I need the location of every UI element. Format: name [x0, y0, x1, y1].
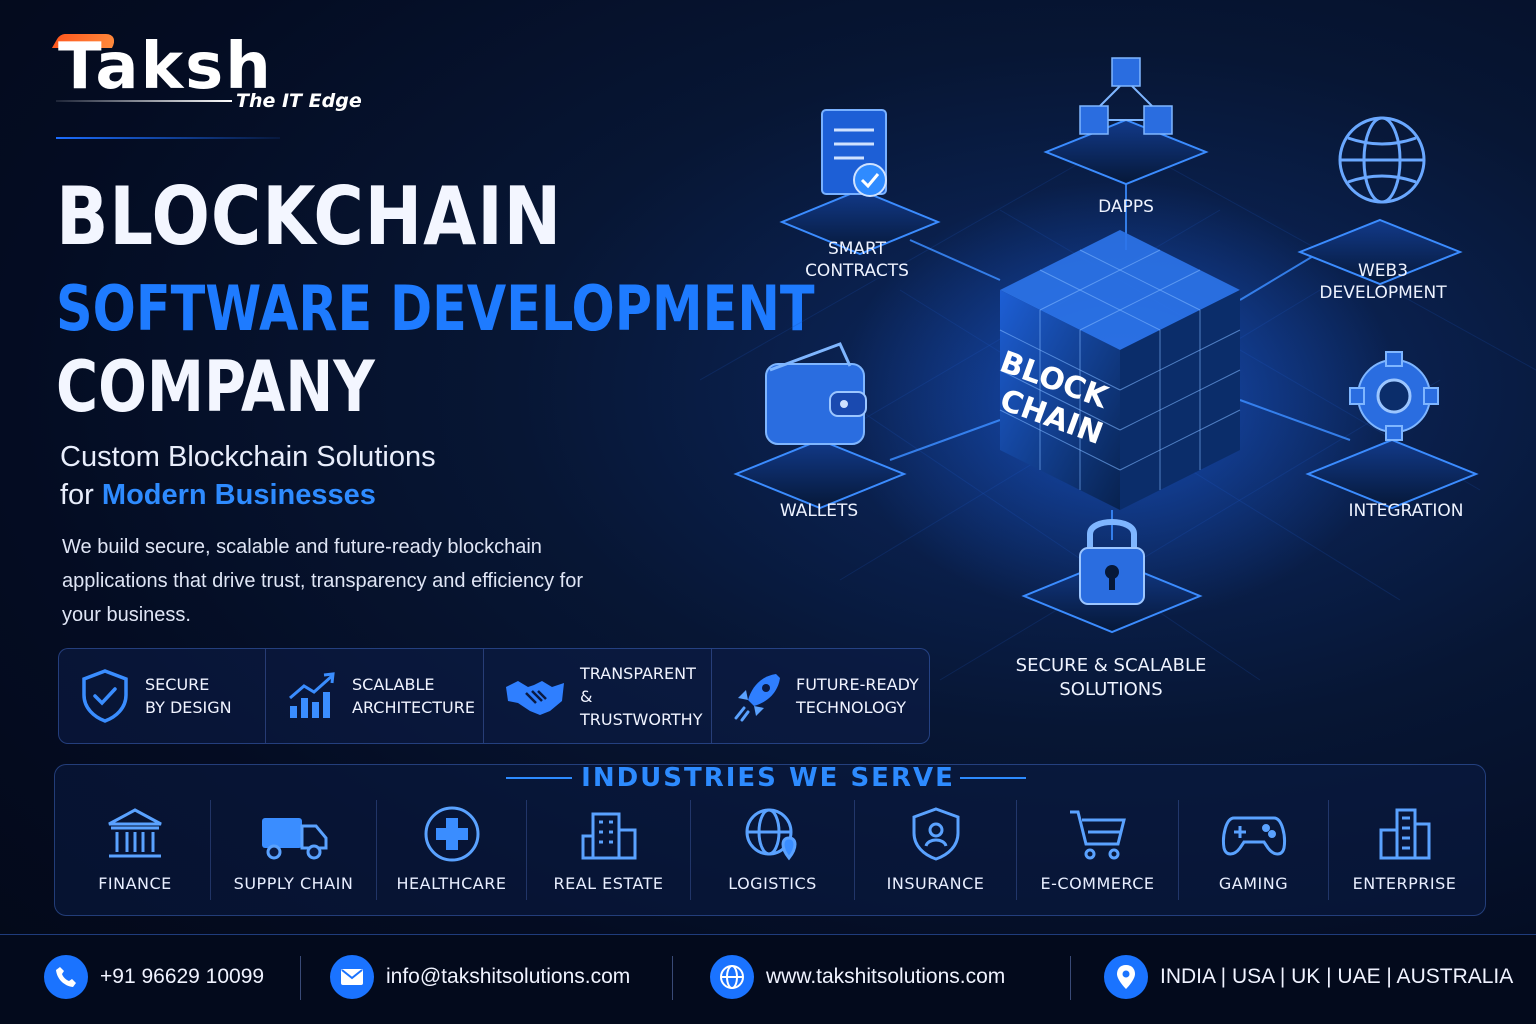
label-dapps: DAPPS	[1098, 197, 1154, 217]
industry-label: E-COMMERCE	[1040, 874, 1155, 893]
industry-label: SUPPLY CHAIN	[233, 874, 354, 893]
industries-list: FINANCE SUPPLY CHAIN HEALTHCARE REAL EST…	[60, 800, 1480, 900]
industry-enterprise[interactable]: ENTERPRISE	[1328, 800, 1480, 900]
brand-tagline: The IT Edge	[236, 90, 362, 112]
blockchain-diagram: BLOCK CHAIN	[700, 57, 1536, 700]
shield-person-icon	[912, 807, 959, 861]
node-wallets[interactable]	[733, 342, 907, 510]
feature-line2: TECHNOLOGY	[796, 698, 906, 717]
hero-description: We build secure, scalable and future-rea…	[62, 536, 584, 626]
phone-icon	[44, 955, 88, 999]
globe-pin-icon	[745, 808, 796, 861]
features-bar: SECURE BY DESIGN SCALABLE ARCHITECTURE TRA…	[58, 648, 930, 744]
website-url: www.takshitsolutions.com	[766, 965, 1006, 988]
email-icon	[330, 955, 374, 999]
footer-divider	[672, 956, 673, 1000]
industry-real-estate[interactable]: REAL ESTATE	[526, 800, 690, 900]
contact-email[interactable]: info@takshitsolutions.com	[330, 954, 630, 1000]
check-icon	[853, 163, 887, 197]
industry-label: FINANCE	[98, 874, 172, 893]
subtitle-highlight: Modern Businesses	[101, 479, 376, 511]
medical-cross-icon	[424, 806, 479, 862]
office-tower-icon	[1379, 808, 1430, 860]
label-wallets: WALLETS	[780, 501, 858, 521]
node-web3[interactable]	[1297, 116, 1463, 286]
headline-line2: SOFTWARE DEVELOPMENT	[56, 272, 815, 345]
industry-label: ENTERPRISE	[1352, 874, 1457, 893]
padlock-icon	[1079, 519, 1145, 605]
blockchain-cube	[999, 230, 1241, 510]
buildings-icon	[581, 812, 636, 860]
feature-secure: SECURE BY DESIGN	[59, 649, 265, 743]
feature-scalable: SCALABLE ARCHITECTURE	[265, 649, 483, 743]
industry-label: GAMING	[1218, 874, 1289, 893]
feature-line2: TRUSTWORTHY	[580, 709, 703, 729]
industry-gaming[interactable]: GAMING	[1178, 800, 1328, 900]
locations-list: INDIA | USA | UK | UAE | AUSTRALIA	[1160, 965, 1514, 988]
industry-label: REAL ESTATE	[553, 874, 664, 893]
rocket-icon	[734, 674, 780, 722]
logo-underline	[56, 100, 232, 102]
growth-chart-icon	[289, 672, 335, 718]
label-smart-contracts-2: CONTRACTS	[805, 261, 909, 281]
cart-icon	[1069, 810, 1126, 860]
feature-line1: TRANSPARENT &	[580, 663, 696, 706]
email-address: info@takshitsolutions.com	[386, 965, 631, 988]
cubes-icon	[1111, 57, 1141, 87]
contact-website[interactable]: www.takshitsolutions.com	[710, 954, 1005, 1000]
industry-supply-chain[interactable]: SUPPLY CHAIN	[210, 800, 376, 900]
contact-locations: INDIA | USA | UK | UAE | AUSTRALIA	[1104, 954, 1513, 1000]
industry-ecommerce[interactable]: E-COMMERCE	[1016, 800, 1178, 900]
industry-label: LOGISTICS	[728, 874, 817, 893]
feature-line2: BY DESIGN	[145, 698, 232, 717]
contact-phone[interactable]: +91 96629 10099	[44, 954, 264, 1000]
industry-insurance[interactable]: INSURANCE	[854, 800, 1016, 900]
gear-icon	[1349, 351, 1439, 441]
feature-transparent: TRANSPARENT & TRUSTWORTHY	[483, 649, 711, 743]
brand-logo[interactable]: Taksh	[58, 30, 273, 104]
subtitle-prefix: for	[60, 479, 94, 511]
industry-label: HEALTHCARE	[396, 874, 507, 893]
industry-label: INSURANCE	[886, 874, 985, 893]
feature-line1: SECURE	[145, 675, 210, 694]
label-web3-1: WEB3	[1358, 261, 1408, 281]
subtitle-line2: for Modern Businesses	[60, 476, 436, 514]
handshake-icon	[506, 681, 564, 715]
globe-icon	[710, 955, 754, 999]
subtitle-line1: Custom Blockchain Solutions	[60, 441, 436, 473]
industry-logistics[interactable]: LOGISTICS	[690, 800, 854, 900]
node-smart-contracts[interactable]	[779, 109, 941, 256]
industries-title: INDUSTRIES WE SERVE	[581, 763, 955, 793]
industry-finance[interactable]: FINANCE	[60, 800, 210, 900]
footer-divider	[1070, 956, 1071, 1000]
footer	[0, 934, 1536, 1024]
feature-line1: SCALABLE	[352, 675, 435, 694]
industry-healthcare[interactable]: HEALTHCARE	[376, 800, 526, 900]
label-web3-2: DEVELOPMENT	[1319, 283, 1447, 303]
node-dapps[interactable]	[1043, 57, 1209, 186]
globe-icon	[1338, 116, 1426, 204]
title-line-right	[960, 777, 1026, 779]
feature-line2: ARCHITECTURE	[352, 698, 475, 717]
subtitle: Custom Blockchain Solutions for Modern B…	[60, 438, 436, 514]
label-integration: INTEGRATION	[1349, 501, 1464, 521]
location-pin-icon	[1104, 955, 1148, 999]
label-secure-2: SOLUTIONS	[1059, 679, 1162, 700]
divider	[56, 137, 280, 139]
headline-line3: COMPANY	[56, 346, 375, 428]
headline-line1: BLOCKCHAIN	[56, 170, 563, 263]
label-smart-contracts-1: SMART	[828, 239, 887, 259]
label-secure-1: SECURE & SCALABLE	[1016, 655, 1207, 676]
title-line-left	[506, 777, 572, 779]
shield-check-icon	[82, 669, 128, 723]
bank-icon	[108, 808, 162, 858]
footer-divider	[300, 956, 301, 1000]
node-integration[interactable]	[1305, 351, 1479, 510]
truck-icon	[261, 818, 327, 860]
node-secure[interactable]	[1021, 519, 1203, 634]
feature-line1: FUTURE-READY	[796, 675, 919, 694]
gamepad-icon	[1221, 816, 1286, 856]
feature-future-ready: FUTURE-READY TECHNOLOGY	[711, 649, 929, 743]
phone-number: +91 96629 10099	[100, 965, 265, 988]
